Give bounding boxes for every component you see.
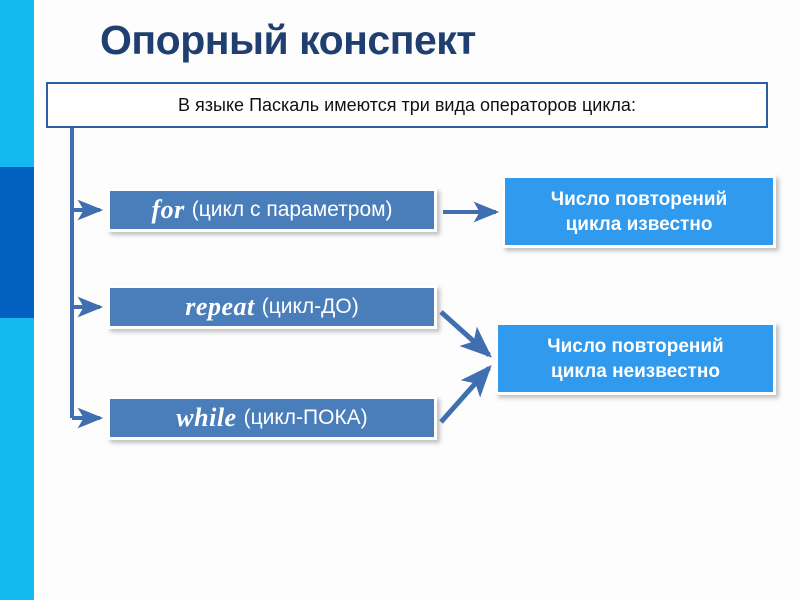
result-unknown-line1: Число повторений: [547, 335, 724, 357]
loop-description-for: (цикл с параметром): [191, 198, 393, 221]
result-unknown-line2: цикла неизвестно: [551, 360, 720, 382]
sidebar-stripe-gap: [34, 0, 40, 600]
loop-box-repeat[interactable]: repeat (цикл-ДО): [107, 285, 437, 329]
loop-description-while: (цикл-ПОКА): [243, 406, 368, 429]
result-known-line2: цикла известно: [565, 213, 713, 235]
intro-statement-text: В языке Паскаль имеются три вида операто…: [178, 94, 636, 115]
result-box-iterations-unknown[interactable]: Число повторений цикла неизвестно: [495, 322, 776, 395]
loop-box-for[interactable]: for (цикл с параметром): [107, 188, 437, 232]
result-box-iterations-known[interactable]: Число повторений цикла известно: [502, 175, 776, 248]
connector-while-to-unknown: [439, 365, 492, 424]
loop-keyword-while: while: [176, 403, 237, 432]
loop-keyword-for: for: [151, 195, 185, 224]
sidebar-stripe-dark: [0, 167, 34, 318]
loop-box-while[interactable]: while (цикл-ПОКА): [107, 396, 437, 440]
page-title: Опорный конспект: [100, 17, 476, 63]
loop-description-repeat: (цикл-ДО): [261, 295, 359, 318]
loop-keyword-repeat: repeat: [185, 292, 255, 321]
intro-statement-box: В языке Паскаль имеются три вида операто…: [46, 82, 768, 128]
result-known-line1: Число повторений: [550, 188, 728, 210]
connector-repeat-to-unknown: [439, 310, 492, 358]
